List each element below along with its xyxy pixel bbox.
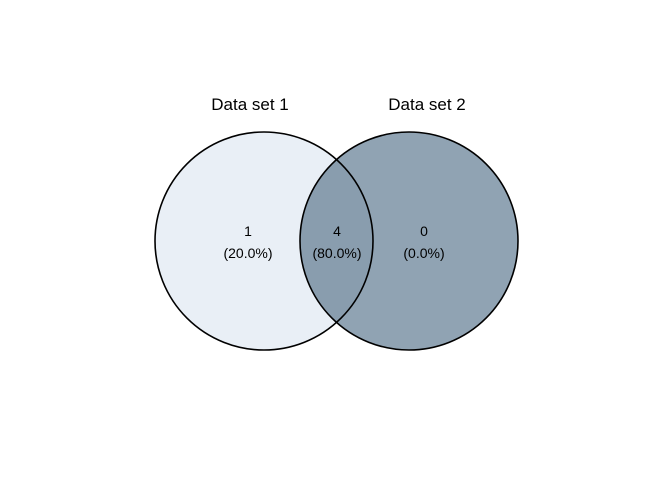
set1-circle-outline bbox=[154, 131, 374, 351]
set2-only-percent: (0.0%) bbox=[403, 245, 444, 261]
intersection-region-fill bbox=[300, 132, 373, 350]
intersection-count: 4 bbox=[333, 223, 341, 239]
set1-only-count: 1 bbox=[244, 223, 252, 239]
set2-circle-outline bbox=[299, 131, 519, 351]
set1-only-percent: (20.0%) bbox=[223, 245, 272, 261]
intersection-percent: (80.0%) bbox=[312, 245, 361, 261]
set2-only-count: 0 bbox=[420, 223, 428, 239]
set1-title: Data set 1 bbox=[211, 95, 289, 114]
set2-title: Data set 2 bbox=[388, 95, 466, 114]
